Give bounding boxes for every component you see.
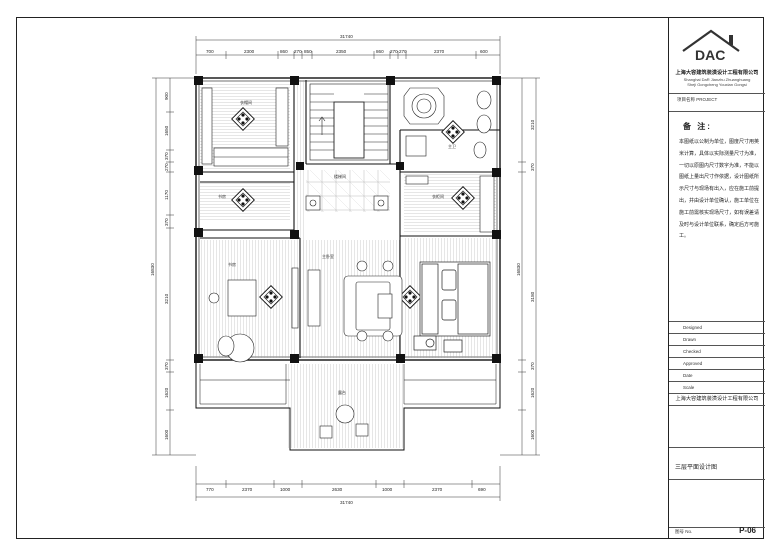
top-dim-9: 2370 [434,49,445,54]
bottom-dim-4: 1000 [382,487,393,492]
title-block-divider [669,405,765,406]
title-block-divider [669,479,765,480]
field-row: Scale [683,385,695,390]
bottom-total-dimension: 31740 [340,500,353,505]
bathroom-fixtures [403,87,492,159]
title-block-divider [669,111,765,112]
bottom-dim-2: 1000 [280,487,291,492]
top-dim-1: 2300 [244,49,255,54]
bedroom-furniture [413,261,491,353]
left-dim-9: 1600 [164,429,169,440]
top-segment-dimensions: 700 2300 860 270 850 2350 860 270 270 23… [206,49,488,54]
title-block-divider [669,527,765,528]
top-dim-10: 600 [480,49,488,54]
left-dim-4: 1170 [164,190,169,200]
study-furniture [208,267,299,363]
left-dim-5: 370 [164,218,169,226]
top-dim-5: 2350 [336,49,347,54]
field-row: Date [683,373,693,378]
field-row: Designed [683,325,703,330]
top-dim-3: 270 [294,49,302,54]
right-total-dimension: 16830 [516,263,521,276]
closet-shelves [405,175,495,233]
left-dim-0: 900 [164,92,169,100]
bath-ceiling-lamp [441,120,465,144]
field-row: Approved [683,361,703,366]
wardrobe-units [201,87,289,167]
title-block-divider [669,447,765,448]
left-dimension-line [152,77,196,456]
bottom-segment-dimensions: 770 2370 1000 2630 1000 2370 690 [206,487,486,492]
left-dim-8: 1620 [164,387,169,398]
company-name-repeat: 上海大容建筑装潢设计工程有限公司 [675,396,759,402]
left-segment-dimensions: 900 1650 370 270 1170 370 3210 370 1620 … [150,92,169,440]
staircase [309,83,389,161]
field-row: Drawn [683,337,697,342]
top-dimension-line [195,36,501,74]
drawing-title: 三层平面设计图 [675,465,718,471]
room-label-bath: 主卫 [448,143,456,149]
balcony [195,360,501,451]
room-label-study-small: 书房 [218,193,226,199]
sheet-border [16,17,764,539]
room-label-closet: 衣柜间 [432,193,444,199]
landing-furniture [305,195,389,211]
bottom-dim-6: 690 [478,487,486,492]
living-furniture [307,260,403,342]
left-dim-3: 270 [164,163,169,171]
company-name-en-2: Sheji Gongcheng Youxian Gongsi [687,82,747,87]
right-dimension-line [500,77,540,456]
bottom-dimension-line [195,466,501,501]
company-logo: DAC [682,29,740,63]
left-total-dimension: 16830 [150,263,155,276]
right-segment-dimensions: 3210 370 3180 370 1620 1600 16830 [516,119,535,440]
room-label-study: 书房 [228,261,236,267]
bottom-dim-0: 770 [206,487,214,492]
notes-body: 本图纸以公制为单位，图度尺寸用英米计算，具体以实际测量尺寸为准，一切以原图内尺寸… [679,139,760,240]
right-dim-4: 1620 [530,387,535,398]
room-label-dressing: 衣帽间 [240,99,252,105]
top-dim-7: 270 [390,49,398,54]
corridor-floor [296,80,306,300]
left-dim-2: 370 [164,152,169,160]
sheet-label: 图号 No. [675,529,693,534]
right-dim-2: 3180 [530,291,535,302]
top-dim-6: 860 [376,49,384,54]
title-block-divider [669,321,765,322]
title-block-divider [669,93,765,94]
field-row: Checked [683,349,701,354]
top-dim-8: 270 [399,49,407,54]
project-label: 项目名称 PROJECT [677,97,718,102]
left-dim-1: 1650 [164,125,169,136]
bottom-dim-1: 2370 [242,487,253,492]
company-name-cn: 上海大容建筑装潢设计工程有限公司 [675,70,759,76]
title-block: DAC 上海大容建筑装潢设计工程有限公司 Shanghai DaR Jianzh… [668,17,765,539]
logo-text: DAC [695,47,725,63]
room-label-master-bedroom: 主卧室 [322,253,334,259]
top-total-dimension: 31740 [340,34,353,39]
left-dim-7: 370 [164,362,169,370]
top-dim-2: 860 [280,49,288,54]
bottom-dim-3: 2630 [332,487,343,492]
right-dim-3: 370 [530,362,535,370]
right-dim-0: 3210 [530,119,535,130]
sheet-number: P-06 [739,526,756,535]
top-dim-4: 850 [304,49,312,54]
balcony-furniture [319,404,369,439]
top-dim-0: 700 [206,49,214,54]
room-label-stair-hall: 楼梯间 [334,173,346,179]
right-dim-5: 1600 [530,429,535,440]
right-dim-1: 370 [530,163,535,171]
left-dim-6: 3210 [164,293,169,304]
company-name-en-1: Shanghai DaR Jianzhu Zhuanghuang [683,77,751,82]
structural-columns [194,76,501,363]
title-block-divider [669,393,765,394]
bottom-dim-5: 2370 [432,487,443,492]
notes-title: 备 注: [683,122,712,131]
room-label-balcony: 露台 [338,389,346,395]
